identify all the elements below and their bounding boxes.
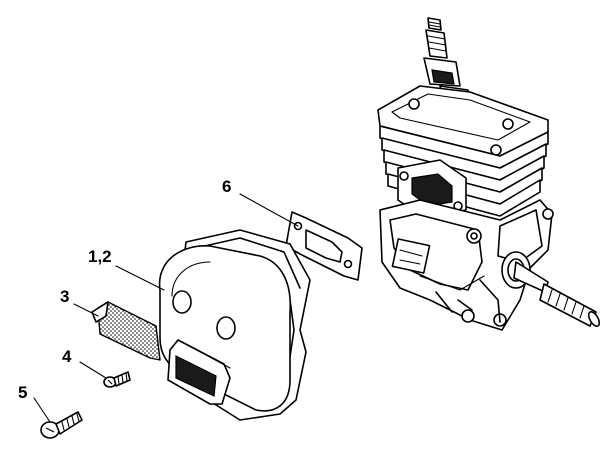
callout-mounting-screw: 5 [18, 383, 27, 402]
callout-spark-arresting-screen: 3 [60, 287, 69, 306]
callout-muffler: 1,2 [88, 247, 112, 266]
mounting-screw [40, 411, 83, 439]
leader-lines [33, 193, 299, 423]
muffler [158, 229, 311, 421]
spark-arresting-screen [91, 301, 161, 361]
engine-assembly [377, 17, 601, 331]
mounting-hole-right [216, 316, 236, 340]
crankcase [379, 199, 554, 331]
callout-muffler-gasket: 6 [222, 177, 231, 196]
callout-self-tapping-screw: 4 [62, 347, 72, 366]
self-tapping-screw [103, 371, 131, 388]
crankshaft [501, 251, 601, 328]
mounting-hole-left [172, 290, 192, 314]
